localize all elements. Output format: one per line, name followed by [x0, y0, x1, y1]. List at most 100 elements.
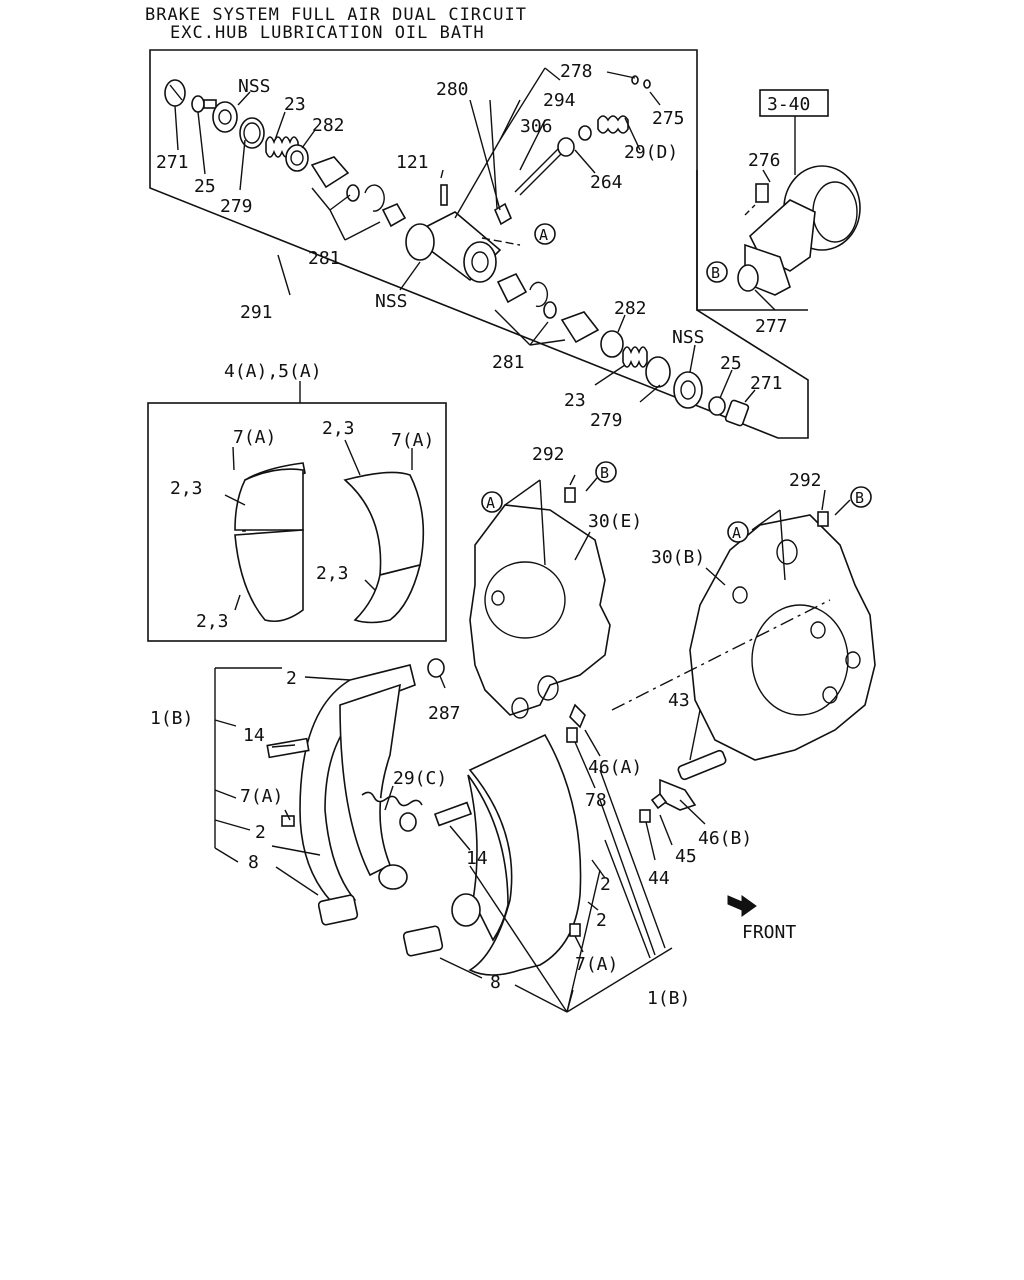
- front-indicator: FRONT: [727, 895, 796, 943]
- part-281-bearing-top: [310, 156, 350, 189]
- backing-plate-30e: [469, 504, 611, 716]
- front-arrow-icon: [727, 895, 757, 917]
- marker-b-plate-b-letter: B: [855, 489, 864, 507]
- label-264: 264: [590, 172, 623, 193]
- right-shoe-web: [467, 774, 509, 942]
- lining-right-lower: [353, 563, 422, 624]
- label-23-lining-right-2: 2,3: [316, 563, 349, 584]
- label-281-bottom: 281: [492, 352, 525, 373]
- top-leader-lines: [174, 67, 756, 403]
- diagram-title-line-1: BRAKE SYSTEM FULL AIR DUAL CIRCUIT: [145, 5, 527, 25]
- label-23-lining-left-1: 2,3: [170, 478, 203, 499]
- label-46a: 46(A): [588, 757, 642, 778]
- part-121-bolt: [440, 184, 448, 206]
- label-275: 275: [652, 108, 685, 129]
- part-25-bottom: [708, 396, 726, 416]
- part-275: [643, 79, 651, 89]
- marker-b-plate-e-letter: B: [600, 464, 609, 482]
- part-29d-spring: [597, 115, 629, 134]
- label-282-bottom: 282: [614, 298, 647, 319]
- label-276: 276: [748, 150, 781, 171]
- label-291: 291: [240, 302, 273, 323]
- label-2-shoe-top: 2: [286, 668, 297, 689]
- label-7a-lining-right: 7(A): [391, 430, 434, 451]
- ref-box-label: 3-40: [767, 94, 810, 115]
- label-nss-top: NSS: [238, 76, 271, 97]
- marker-a-plate-e-letter: A: [486, 494, 495, 512]
- diagram-title-line-2: EXC.HUB LUBRICATION OIL BATH: [170, 23, 485, 43]
- marker-a-plate-b-letter: A: [732, 524, 741, 542]
- left-shoe-web: [339, 683, 401, 877]
- backing-plate-30b-bore: [751, 604, 849, 716]
- label-23-top: 23: [284, 94, 306, 115]
- backing-plate-30b: [689, 514, 876, 761]
- label-306: 306: [520, 116, 553, 137]
- label-29d: 29(D): [624, 142, 678, 163]
- backing-plate-30e-group: A B 292 30(E): [469, 444, 642, 719]
- chamber-bracket-frame: [696, 170, 808, 311]
- camshaft-assembly-group: NSS 23 282 271 25 279 281 NSS 291 121 28…: [149, 49, 809, 439]
- part-23-spring-bottom: [622, 346, 648, 368]
- label-30e: 30(E): [588, 511, 642, 532]
- label-78: 78: [585, 790, 607, 811]
- backing-plate-30b-group: A B 292 30(B): [611, 470, 876, 761]
- right-brake-shoe: [468, 733, 582, 976]
- label-23-lining-right-1: 2,3: [322, 418, 355, 439]
- left-end-parts: [164, 79, 407, 228]
- label-292-right: 292: [789, 470, 822, 491]
- part-306-rod: [514, 146, 561, 193]
- chamber-bracket-group: 3-40 B 276 277: [696, 89, 861, 337]
- part-287: [427, 658, 445, 678]
- label-279-top: 279: [220, 196, 253, 217]
- label-7a-shoe-right: 7(A): [575, 954, 618, 975]
- right-brake-shoe-group: 43 46(A) 78 46(B) 45 44 14 2 2 7(A) 8 1(…: [402, 690, 752, 1013]
- part-277-oring: [737, 264, 759, 292]
- lining-right-upper: [343, 471, 425, 577]
- part-44-bolt: [639, 809, 651, 823]
- label-29c: 29(C): [393, 768, 447, 789]
- label-45: 45: [675, 846, 697, 867]
- label-271-bottom: 271: [750, 373, 783, 394]
- label-2-shoe-left: 2: [255, 822, 266, 843]
- label-46b: 46(B): [698, 828, 752, 849]
- label-280: 280: [436, 79, 469, 100]
- label-25-bottom: 25: [720, 353, 742, 374]
- label-43: 43: [668, 690, 690, 711]
- label-2-shoe-right-1: 2: [600, 874, 611, 895]
- part-43-pin: [677, 749, 727, 781]
- ref-box-3-40: [759, 89, 829, 117]
- backing-plate-30e-bore: [484, 561, 566, 639]
- label-2-shoe-right-2: 2: [596, 910, 607, 931]
- part-nss-seal-bottom: [673, 371, 703, 409]
- part-78-bolt: [566, 727, 578, 743]
- marker-b-plate-e: [595, 461, 617, 483]
- part-271-bottom: [724, 399, 750, 427]
- label-281-top: 281: [308, 248, 341, 269]
- label-44: 44: [648, 868, 670, 889]
- label-7a-shoe-left: 7(A): [240, 786, 283, 807]
- label-292-left: 292: [532, 444, 565, 465]
- label-1b-left: 1(B): [150, 708, 193, 729]
- part-292-bolt-right: [817, 511, 829, 527]
- marker-a-plate-b: [727, 521, 749, 543]
- part-29c-spring: [361, 791, 423, 807]
- part-8-bushing-right: [402, 925, 444, 957]
- lining-kit-group: 4(A),5(A) 7(A) 2,3 2,3 2,3 7(A) 2,3: [147, 361, 447, 642]
- label-282-top: 282: [312, 115, 345, 136]
- label-294: 294: [543, 90, 576, 111]
- top-rod-parts: [514, 75, 651, 196]
- label-279-bottom: 279: [590, 410, 623, 431]
- marker-b-chamber: [706, 261, 728, 283]
- lining-kit-frame: [147, 402, 447, 642]
- label-1b-right: 1(B): [647, 988, 690, 1009]
- part-45-washer: [650, 792, 668, 810]
- camshaft-bracket-housing: [405, 184, 513, 283]
- part-292-bolt-left: [564, 487, 576, 503]
- label-278: 278: [560, 61, 593, 82]
- label-121: 121: [396, 152, 429, 173]
- part-264: [557, 137, 575, 157]
- lining-left-block-upper: [234, 468, 304, 531]
- label-277: 277: [755, 316, 788, 337]
- part-282-bottom: [600, 330, 624, 358]
